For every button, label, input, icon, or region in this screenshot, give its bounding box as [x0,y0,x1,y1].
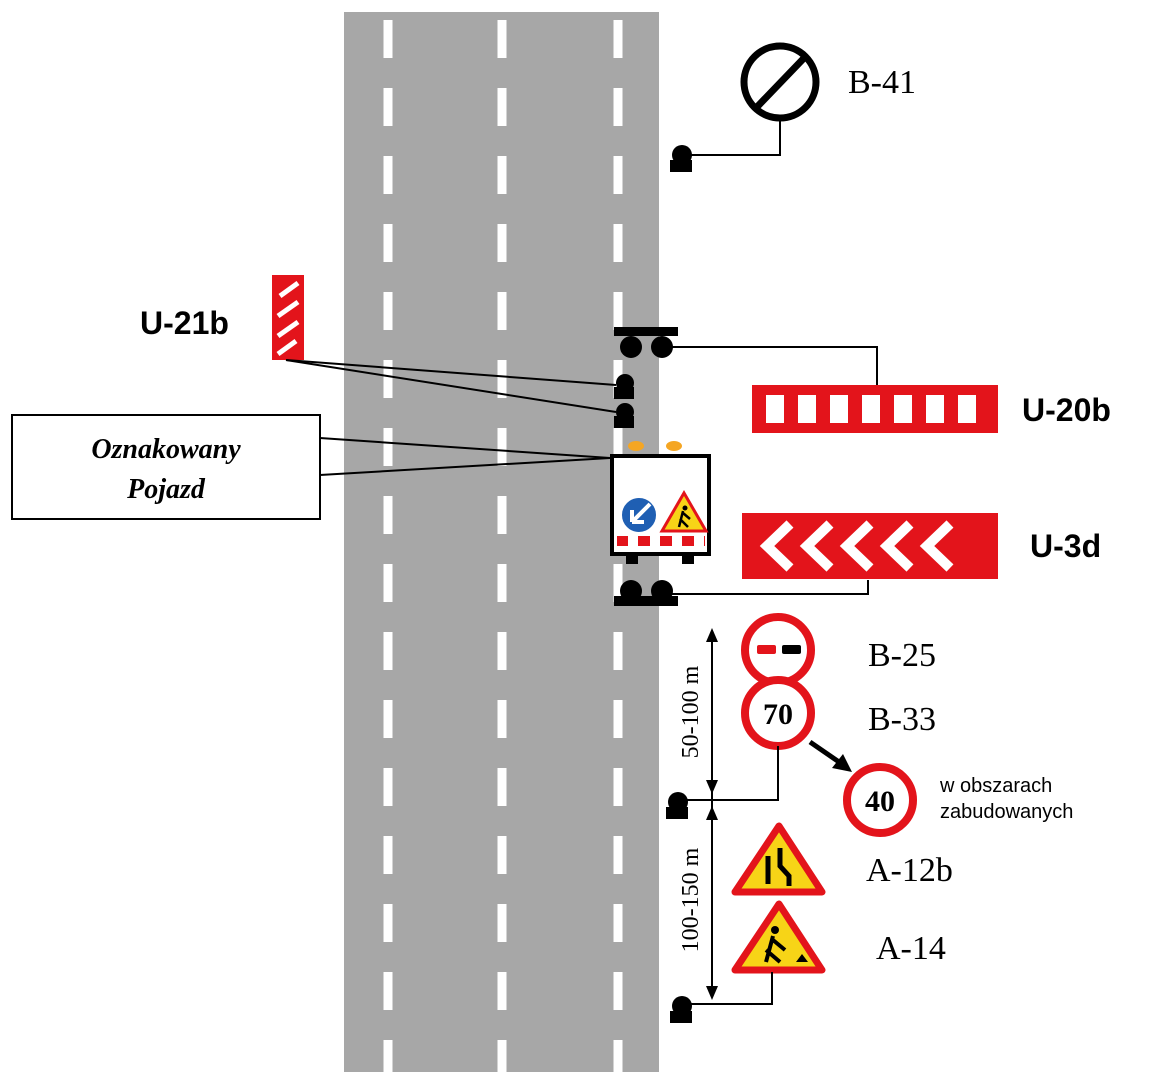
u3d-post [614,580,678,606]
a14-connector [686,972,773,1005]
beacon-right [666,441,682,451]
a12b-sign [731,822,826,896]
u3d-connector [665,580,869,595]
a14-post [670,996,692,1023]
u3d-label: U-3d [1030,528,1101,564]
u21b-board [272,275,304,360]
a12b-label: A-12b [866,852,953,889]
b33-value: 70 [763,698,793,731]
u20b-barrier-post [614,327,678,358]
u21b-connector-1 [285,359,617,386]
b25-sign [741,613,815,687]
distance-lower-label: 100-150 m [678,847,704,952]
alt-speed-sign [843,763,917,837]
u21b-post-2 [614,403,634,428]
alt-speed-note-line1: w obszarach [939,775,1052,797]
marked-vehicle [610,441,711,564]
distance-upper-label: 50-100 m [678,665,704,758]
alt-speed-value: 40 [865,785,895,818]
a14-sign [731,900,826,974]
b41-sign [740,42,820,122]
vehicle-keep-left-sign [620,496,658,534]
vehicle-roadworks-sign [659,490,709,533]
beacon-left [628,441,644,451]
b41-label: B-41 [848,64,916,101]
alt-speed-arrow [808,739,852,772]
vehicle-label-line2: Pojazd [126,474,206,505]
b33-connector [682,746,779,801]
vehicle-callout-line-2 [319,457,611,476]
a14-label: A-14 [876,930,946,967]
u21b-label: U-21b [140,305,229,341]
b41-post [670,145,692,172]
vehicle-barrier-stripe [617,536,705,546]
u21b-connector-2 [285,359,617,413]
b33-label: B-33 [868,701,936,738]
vehicle-label-line1: Oznakowany [91,434,241,465]
u21b-post-1 [614,374,634,399]
vehicle-callout-box [11,414,321,520]
u3d-board [742,513,998,579]
u20b-board [752,385,998,433]
b25-label: B-25 [868,637,936,674]
b41-connector [686,118,781,156]
alt-speed-note-line2: zabudowanych [940,801,1073,823]
vehicle-callout-line-1 [319,437,611,459]
u20b-label: U-20b [1022,392,1111,428]
b33-post [666,792,688,819]
distance-dimension [706,628,718,1000]
u20b-connector [665,346,878,385]
